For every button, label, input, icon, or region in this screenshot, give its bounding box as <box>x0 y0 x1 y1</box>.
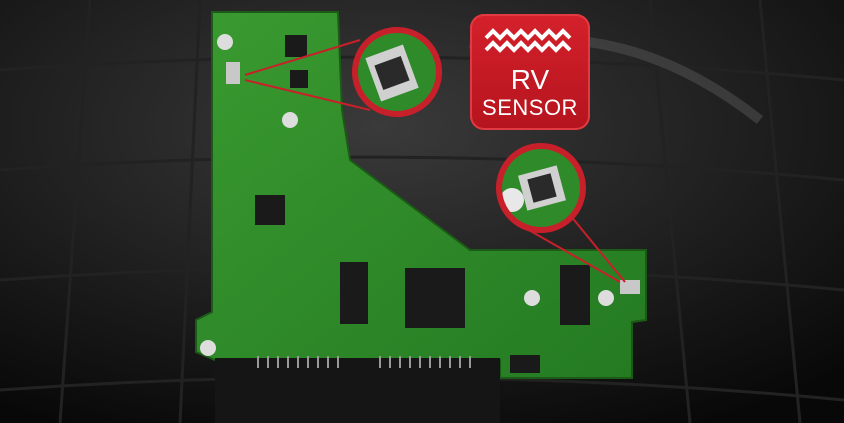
circuit-board <box>195 11 647 423</box>
badge-title: RV <box>510 64 550 95</box>
memory-chip <box>340 262 368 324</box>
rv-sensor-badge: RV SENSOR <box>470 14 590 130</box>
magnifier-1 <box>352 27 442 117</box>
sata-connector <box>215 358 500 423</box>
sensor-callout-lines <box>244 39 626 283</box>
badge-subtitle: SENSOR <box>482 95 578 120</box>
controller-chip <box>405 268 465 328</box>
magnifier-2 <box>496 143 586 233</box>
vibration-waves-icon <box>484 28 572 53</box>
rv-sensor-2 <box>620 280 640 294</box>
rv-sensor-1 <box>226 62 240 84</box>
